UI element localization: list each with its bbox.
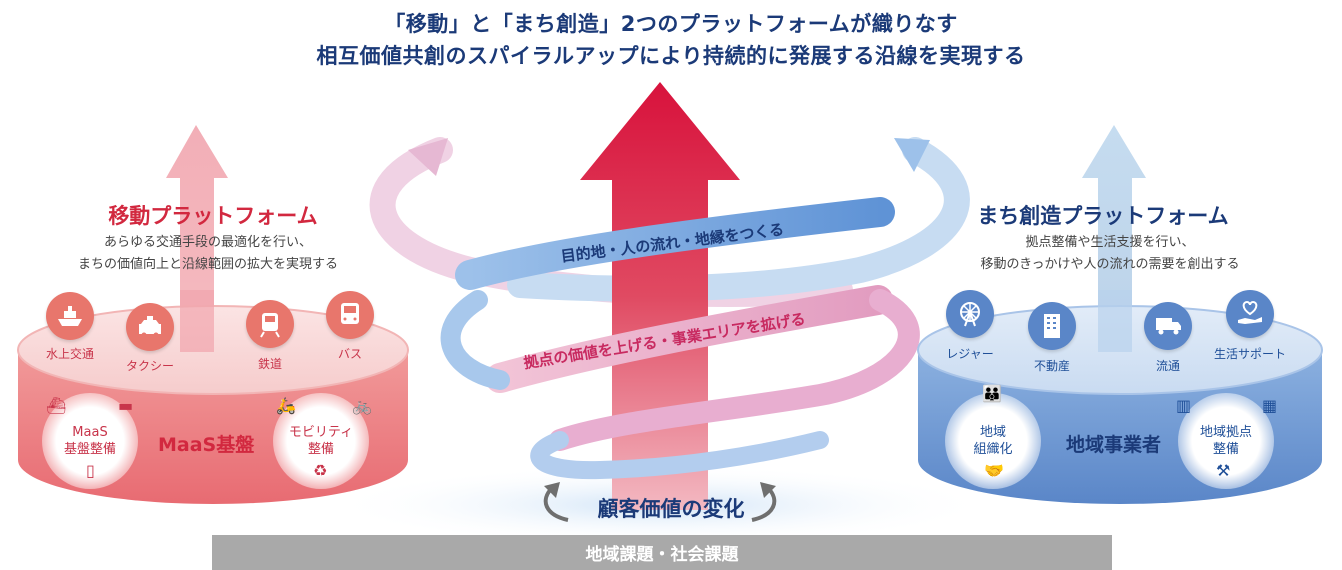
bottom-bar bbox=[212, 535, 1112, 570]
headline-line-2: 相互価値共創のスパイラルアップにより持続的に発展する沿線を実現する bbox=[316, 44, 1026, 68]
family-icon: 👪 bbox=[982, 384, 1002, 403]
life-support-label: 生活サポート bbox=[1213, 347, 1286, 361]
mobility-platform-title: 移動プラットフォーム bbox=[108, 204, 318, 228]
bus-mini-icon: ▬ bbox=[118, 396, 134, 415]
ship-mini-icon: ⛴ bbox=[46, 396, 67, 415]
train-icon bbox=[246, 300, 294, 348]
railway-label: 鉄道 bbox=[257, 357, 282, 371]
local-hub-line2: 整備 bbox=[1212, 442, 1239, 457]
construction-icon: ⚒ bbox=[1216, 461, 1231, 480]
mobility-platform-desc-2: まちの価値向上と沿線範囲の拡大を実現する bbox=[77, 257, 338, 272]
maas-foundation-line2: 基盤整備 bbox=[63, 442, 116, 457]
office-building-icon: ▦ bbox=[1262, 396, 1278, 415]
headline-line-1: 「移動」と「まち創造」2つのプラットフォームが織りなす bbox=[384, 12, 958, 36]
bus-icon bbox=[326, 291, 374, 339]
taxi-label: タクシー bbox=[125, 359, 174, 373]
community-organization-line1: 地域 bbox=[979, 425, 1006, 440]
buildings-icon: ▥ bbox=[1176, 396, 1192, 415]
smartphone-icon: ▯ bbox=[86, 461, 95, 480]
community-organization-line2: 組織化 bbox=[973, 442, 1013, 457]
local-hub-circle: 地域拠点 整備 bbox=[1178, 393, 1274, 489]
customer-value-change: 顧客価値の変化 bbox=[597, 497, 745, 521]
local-hub-line1: 地域拠点 bbox=[1199, 425, 1252, 440]
heart-hand-icon bbox=[1226, 290, 1274, 338]
ship-icon bbox=[46, 292, 94, 340]
building-icon bbox=[1028, 302, 1076, 350]
town-platform-desc-2: 移動のきっかけや人の流れの需要を創出する bbox=[980, 257, 1240, 272]
water-transport-label: 水上交通 bbox=[45, 347, 94, 361]
maas-foundation-line1: MaaS bbox=[72, 425, 108, 440]
mobility-improvement-line2: 整備 bbox=[307, 442, 334, 457]
community-organization-circle: 地域 組織化 bbox=[945, 393, 1041, 489]
truck-icon bbox=[1144, 302, 1192, 350]
real-estate-label: 不動産 bbox=[1033, 359, 1070, 373]
mobility-improvement-circle: モビリティ 整備 bbox=[273, 393, 369, 489]
maas-foundation-circle: MaaS 基盤整備 bbox=[42, 393, 138, 489]
town-platform-title: まち創造プラットフォーム bbox=[977, 204, 1229, 228]
maas-base-label: MaaS基盤 bbox=[158, 434, 255, 456]
ferris-wheel-icon bbox=[946, 290, 994, 338]
recycle-icon: ♻ bbox=[313, 461, 328, 480]
regional-social-issues: 地域課題・社会課題 bbox=[585, 545, 739, 565]
scooter-icon: 🛵 bbox=[276, 396, 296, 415]
local-business-label: 地域事業者 bbox=[1066, 434, 1162, 456]
handshake-icon: 🤝 bbox=[984, 461, 1004, 480]
bus-label: バス bbox=[337, 347, 362, 361]
mobility-platform-desc-1: あらゆる交通手段の最適化を行い、 bbox=[103, 235, 312, 250]
mobility-improvement-line1: モビリティ bbox=[288, 425, 354, 440]
leisure-label: レジャー bbox=[946, 347, 994, 361]
taxi-icon bbox=[126, 303, 174, 351]
town-platform-desc-1: 拠点整備や生活支援を行い、 bbox=[1025, 235, 1195, 250]
bicycle-icon: 🚲 bbox=[352, 396, 372, 415]
distribution-label: 流通 bbox=[1155, 359, 1180, 373]
